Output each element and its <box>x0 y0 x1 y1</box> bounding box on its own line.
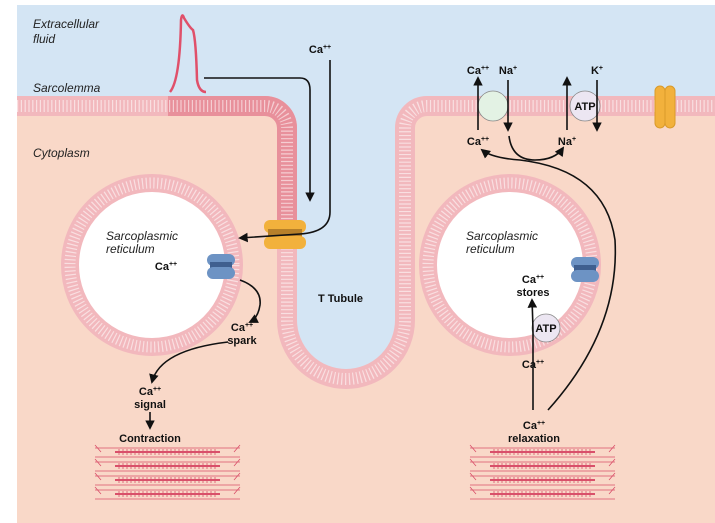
ion-charge: ++ <box>537 420 545 427</box>
ca-relaxation-label: Ca++ <box>523 420 545 432</box>
atp-label-pump: ATP <box>574 101 595 113</box>
depolarization-arrow <box>204 77 315 202</box>
ion-symbol: K <box>591 65 599 77</box>
ion-charge: ++ <box>323 44 331 51</box>
sarcolemma-label: Sarcolemma <box>33 81 101 95</box>
l-type-calcium-channel <box>264 220 306 249</box>
z-line <box>94 486 102 495</box>
z-line <box>233 472 241 481</box>
ion-symbol: Ca <box>139 386 154 398</box>
sodium-potassium-atpase <box>569 90 601 122</box>
ca-stores-label: Ca++ <box>522 274 544 286</box>
ryanodine-receptor-left <box>207 254 235 279</box>
z-line <box>469 444 477 453</box>
sr-left-label-1: Sarcoplasmic <box>106 229 178 243</box>
z-line <box>469 472 477 481</box>
ion-charge: ++ <box>153 386 161 393</box>
ion-charge: + <box>513 65 517 72</box>
cytoplasm-label: Cytoplasm <box>33 146 90 160</box>
sr-right-label-2: reticulum <box>466 242 515 256</box>
calcium-signal-arrow <box>149 341 229 384</box>
sr-left-label-2: reticulum <box>106 242 155 256</box>
calcium-removal-arrow <box>480 148 617 411</box>
ion-labels: Ca++Ca++Ca++Ca++Ca++Na+Ca++Na+K+Ca++Ca++… <box>139 44 603 432</box>
ion-symbol: Na <box>499 65 514 77</box>
k-out-label: K+ <box>591 65 603 77</box>
sarcomere-contracted <box>94 444 241 500</box>
z-line <box>233 486 241 495</box>
spark-label: spark <box>227 335 257 347</box>
ion-symbol: Ca <box>467 65 482 77</box>
z-line <box>469 458 477 467</box>
serca-pump <box>531 313 561 343</box>
stores-label: stores <box>516 287 549 299</box>
sodium-transfer-arrow <box>508 135 565 161</box>
z-line <box>469 486 477 495</box>
ca-out-label: Ca++ <box>467 65 489 77</box>
z-line <box>608 458 616 467</box>
ca-in-label: Ca++ <box>467 136 489 148</box>
atp-label-serca: ATP <box>535 323 556 335</box>
ca-spark-label: Ca++ <box>231 322 253 334</box>
extracellular-label-1: Extracellular <box>33 17 100 31</box>
contraction-label: Contraction <box>119 433 181 445</box>
membrane-lipid-texture <box>17 100 715 385</box>
z-line <box>608 444 616 453</box>
ion-symbol: Ca <box>309 44 324 56</box>
ion-charge: + <box>572 136 576 143</box>
ion-symbol: Ca <box>522 359 537 371</box>
ca-pump-label: Ca++ <box>522 359 544 371</box>
potassium-channel <box>654 85 676 129</box>
ion-charge: ++ <box>536 274 544 281</box>
ion-charge: ++ <box>169 261 177 268</box>
sodium-calcium-exchanger <box>477 90 509 122</box>
ion-symbol: Ca <box>523 420 538 432</box>
z-line <box>94 472 102 481</box>
z-line <box>608 486 616 495</box>
ion-charge: ++ <box>245 322 253 329</box>
ion-symbol: Ca <box>522 274 537 286</box>
t-tubule-label: T Tubule <box>318 293 363 305</box>
na-in-label: Na+ <box>558 136 576 148</box>
z-line <box>233 458 241 467</box>
ion-charge: ++ <box>481 65 489 72</box>
signal-label: signal <box>134 399 166 411</box>
calcium-influx-arrow <box>238 60 331 243</box>
ion-charge: + <box>599 65 603 72</box>
calcium-reuptake-arrow <box>527 298 538 370</box>
t-tubule-lumen <box>287 100 405 379</box>
z-line <box>94 458 102 467</box>
na-out-label: Na+ <box>499 65 517 77</box>
ion-charge: ++ <box>536 359 544 366</box>
sr-right-label-1: Sarcoplasmic <box>466 229 538 243</box>
ca-signal-label: Ca++ <box>139 386 161 398</box>
relaxation-label: relaxation <box>508 433 560 445</box>
z-line <box>608 472 616 481</box>
z-line <box>94 444 102 453</box>
ca-sr-left-label: Ca++ <box>155 261 177 273</box>
ca-extracellular-label: Ca++ <box>309 44 331 56</box>
calcium-spark-arrow <box>239 279 261 323</box>
ion-charge: ++ <box>481 136 489 143</box>
ion-symbol: Ca <box>231 322 246 334</box>
ion-symbol: Ca <box>155 261 170 273</box>
extracellular-label-2: fluid <box>33 32 55 46</box>
sarcomeres <box>94 444 616 500</box>
sarcoplasmic-reticulum-right <box>419 174 601 356</box>
ion-symbol: Ca <box>467 136 482 148</box>
ryanodine-receptor-right <box>571 257 599 282</box>
sarcomere-relaxed <box>469 444 616 500</box>
action-potential-trace <box>168 14 207 94</box>
z-line <box>233 444 241 453</box>
sarcoplasmic-reticulum-left <box>61 174 243 356</box>
ion-symbol: Na <box>558 136 573 148</box>
